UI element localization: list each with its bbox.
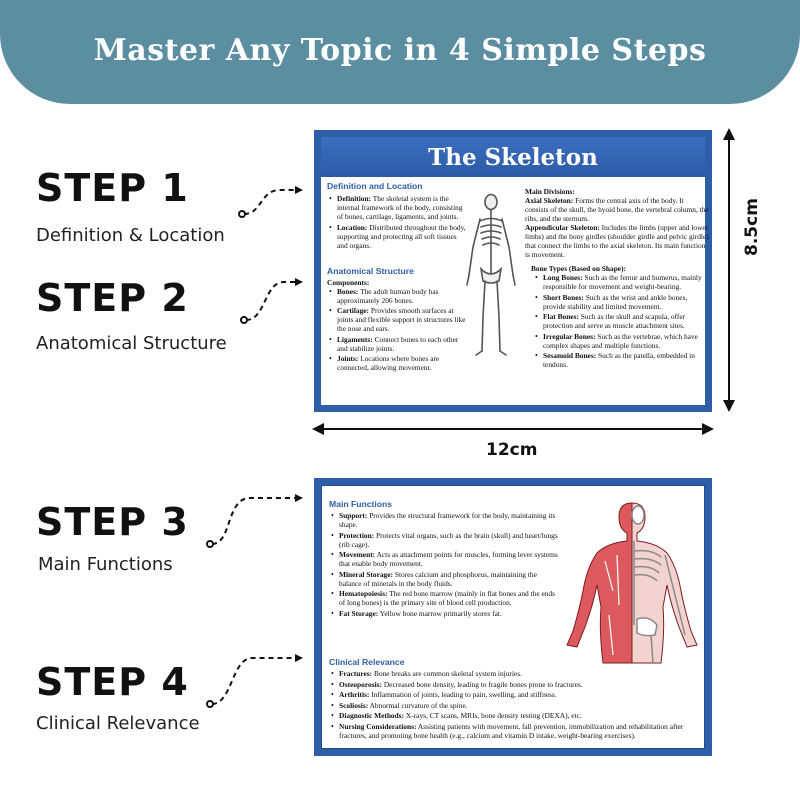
- step-2-arrowhead: [295, 278, 303, 286]
- list-item: Flat Bones: Such as the skull and scapul…: [533, 312, 709, 330]
- header-banner: Master Any Topic in 4 Simple Steps: [0, 0, 800, 104]
- card-title-bar: The Skeleton: [321, 137, 705, 177]
- list-item: Protection: Protects vital organs, such …: [329, 531, 559, 549]
- functions-list: Support: Provides the structural framewo…: [329, 511, 559, 618]
- step-4-connector: [211, 657, 300, 705]
- step-4-label: STEP 4: [36, 660, 189, 704]
- list-item: Movement: Acts as attachment points for …: [329, 550, 559, 568]
- list-item: Fat Storage: Yellow bone marrow primaril…: [329, 609, 559, 618]
- step-4-subtitle: Clinical Relevance: [36, 713, 200, 734]
- clinical-heading: Clinical Relevance: [329, 657, 405, 667]
- step-4-dot: [206, 700, 214, 708]
- definition-heading: Definition and Location: [327, 181, 423, 191]
- right-column: Main Divisions: Axial Skeleton: Forms th…: [525, 181, 709, 371]
- card-body: Definition and Location Definition: The …: [321, 177, 709, 405]
- step-1-arrowhead: [295, 186, 303, 194]
- list-item: Long Bones: Such as the femur and humeru…: [533, 273, 709, 291]
- list-item: Joints: Locations where bones are connec…: [327, 354, 467, 372]
- divisions-label: Main Divisions:: [525, 187, 575, 196]
- step-2-connector: [245, 281, 300, 321]
- skeleton-card-back: Main Functions Support: Provides the str…: [314, 478, 712, 756]
- clinical-list: Fractures: Bone breaks are common skelet…: [329, 669, 709, 740]
- functions-heading: Main Functions: [329, 499, 393, 509]
- page-title: Master Any Topic in 4 Simple Steps: [93, 32, 707, 68]
- list-item: Hematopoiesis: The red bone marrow (main…: [329, 589, 559, 607]
- width-dimension-line: [316, 428, 710, 430]
- list-item: Scoliosis: Abnormal curvature of the spi…: [329, 701, 709, 710]
- list-item: Ligaments: Connect bones to each other a…: [327, 335, 467, 353]
- step-1-label: STEP 1: [36, 166, 189, 210]
- step-2-label: STEP 2: [36, 276, 189, 320]
- step-2-subtitle: Anatomical Structure: [36, 333, 227, 354]
- height-dimension-label: 8.5cm: [742, 198, 762, 256]
- card-title: The Skeleton: [428, 143, 598, 171]
- step-2-dot: [240, 316, 248, 324]
- step-4-arrowhead: [295, 654, 303, 662]
- list-item: Fractures: Bone breaks are common skelet…: [329, 669, 709, 678]
- step-3-label: STEP 3: [36, 500, 189, 544]
- list-item: Definition: The skeletal system is the i…: [327, 194, 467, 221]
- axial-skeleton-text: Axial Skeleton: Forms the central axis o…: [525, 196, 709, 223]
- skeleton-card-front: The Skeleton Definition and Location Def…: [314, 130, 712, 412]
- bone-types-label: Bone Types (Based on Shape):: [531, 264, 627, 273]
- left-column: Definition and Location Definition: The …: [327, 181, 467, 374]
- clinical-column: Clinical Relevance Fractures: Bone break…: [329, 657, 709, 741]
- list-item: Irregular Bones: Such as the vertebrae, …: [533, 332, 709, 350]
- list-item: Arthritis: Inflammation of joints, leadi…: [329, 690, 709, 699]
- list-item: Sesamoid Bones: Such as the patella, emb…: [533, 351, 709, 369]
- list-item: Osteoporosis: Decreased bone density, le…: [329, 680, 709, 689]
- list-item: Diagnostic Methods: X-rays, CT scans, MR…: [329, 711, 709, 720]
- list-item: Cartilage: Provides smooth surfaces at j…: [327, 306, 467, 333]
- functions-column: Main Functions Support: Provides the str…: [329, 499, 559, 619]
- list-item: Support: Provides the structural framewo…: [329, 511, 559, 529]
- list-item: Location: Distributed throughout the bod…: [327, 223, 467, 250]
- list-item: Mineral Storage: Stores calcium and phos…: [329, 570, 559, 588]
- step-1-subtitle: Definition & Location: [36, 225, 225, 246]
- appendicular-skeleton-text: Appendicular Skeleton: Includes the limb…: [525, 223, 709, 259]
- step-1-connector: [243, 189, 300, 215]
- bone-types-list: Long Bones: Such as the femur and humeru…: [525, 273, 709, 369]
- components-label: Components:: [327, 277, 370, 287]
- list-item: Nursing Considerations: Assisting patien…: [329, 722, 709, 740]
- anatomical-heading: Anatomical Structure: [327, 265, 414, 276]
- definition-list: Definition: The skeletal system is the i…: [327, 194, 467, 250]
- list-item: Bones: The adult human body has approxim…: [327, 287, 467, 305]
- step-3-dot: [206, 540, 214, 548]
- skeleton-illustration: [466, 193, 516, 356]
- step-3-arrowhead: [295, 494, 303, 502]
- muscle-skeleton-illustration: [566, 502, 698, 664]
- components-list: Bones: The adult human body has approxim…: [327, 287, 467, 373]
- step-3-subtitle: Main Functions: [38, 554, 173, 575]
- step-3-connector: [211, 497, 300, 545]
- list-item: Short Bones: Such as the wrist and ankle…: [533, 293, 709, 311]
- step-1-dot: [238, 210, 246, 218]
- width-dimension-label: 12cm: [486, 440, 538, 460]
- height-dimension-line: [728, 132, 730, 408]
